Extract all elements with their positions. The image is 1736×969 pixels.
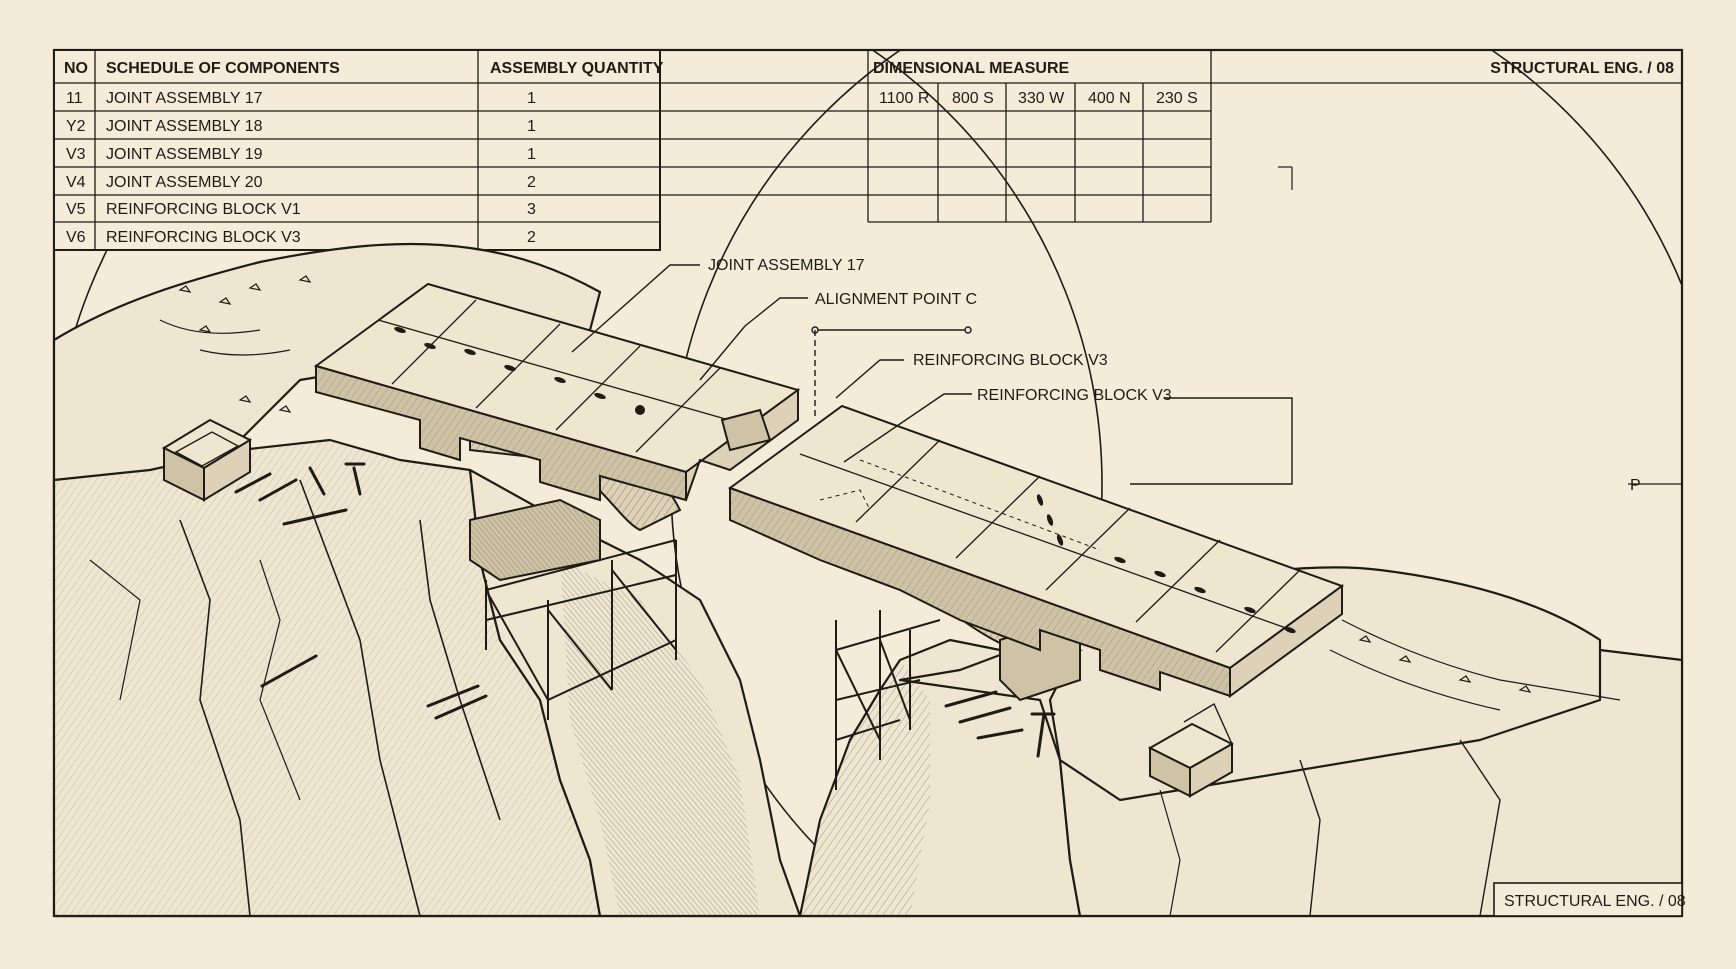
- row-no: Y2: [66, 118, 86, 135]
- row-no: 11: [66, 90, 83, 107]
- hand-tools-left: [234, 462, 488, 720]
- sheet-title-top: STRUCTURAL ENG. / 08: [1490, 60, 1674, 77]
- title-block: STRUCTURAL ENG. / 08: [1493, 882, 1686, 917]
- row-component: REINFORCING BLOCK V1: [106, 201, 301, 218]
- row-component: JOINT ASSEMBLY 17: [106, 90, 263, 107]
- footprints-right: [1036, 494, 1296, 634]
- dimension-value: 230 S: [1156, 90, 1198, 107]
- footprints-left: [394, 326, 645, 415]
- row-component: JOINT ASSEMBLY 20: [106, 174, 263, 191]
- dimension-table: DIMENSIONAL MEASURE 1100 R 800 S 330 W 4…: [867, 50, 1682, 223]
- row-quantity: 2: [527, 174, 536, 191]
- row-component: JOINT ASSEMBLY 18: [106, 118, 263, 135]
- row-no: V6: [66, 229, 86, 246]
- row-quantity: 1: [527, 118, 536, 135]
- dimension-value: 1100 R: [879, 90, 929, 107]
- callout-reinforcing-block: REINFORCING BLOCK V3: [977, 387, 1172, 404]
- callout-leaders: [571, 264, 1293, 485]
- chasm-center: [468, 468, 1082, 918]
- dimension-value: 800 S: [952, 90, 994, 107]
- dimension-value: 330 W: [1018, 90, 1065, 107]
- row-quantity: 2: [527, 229, 536, 246]
- title-block-label: STRUCTURAL ENG. / 08: [1504, 893, 1686, 910]
- header-component: SCHEDULE OF COMPONENTS: [106, 60, 340, 77]
- header-quantity: ASSEMBLY QUANTITY: [490, 60, 664, 77]
- row-component: REINFORCING BLOCK V3: [106, 229, 301, 246]
- row-no: V4: [66, 174, 86, 191]
- row-no: V5: [66, 201, 86, 218]
- row-quantity: 1: [527, 146, 536, 163]
- header-no: NO: [64, 60, 88, 77]
- edge-marker: P: [1630, 477, 1641, 494]
- scaffold-left: [485, 539, 677, 720]
- callout-reinforcing-block: REINFORCING BLOCK V3: [913, 352, 1108, 369]
- scaffold-right: [835, 610, 941, 790]
- component-schedule-table: NO SCHEDULE OF COMPONENTS ASSEMBLY QUANT…: [53, 49, 868, 251]
- hand-tools-right: [944, 690, 1056, 758]
- row-quantity: 1: [527, 90, 536, 107]
- dimension-value: 400 N: [1088, 90, 1131, 107]
- row-component: JOINT ASSEMBLY 19: [106, 146, 263, 163]
- row-no: V3: [66, 146, 86, 163]
- debris-left: [159, 275, 312, 413]
- bridge-span-right: [727, 404, 1621, 711]
- callout-alignment-point: ALIGNMENT POINT C: [815, 291, 977, 308]
- toolbox-right: [1147, 702, 1235, 798]
- dimension-header: DIMENSIONAL MEASURE: [873, 60, 1069, 77]
- toolbox-left: [161, 418, 253, 502]
- debris-right: [1329, 619, 1621, 711]
- bridge-span-left: [159, 275, 801, 582]
- row-quantity: 3: [527, 201, 536, 218]
- callout-joint-assembly: JOINT ASSEMBLY 17: [708, 257, 865, 274]
